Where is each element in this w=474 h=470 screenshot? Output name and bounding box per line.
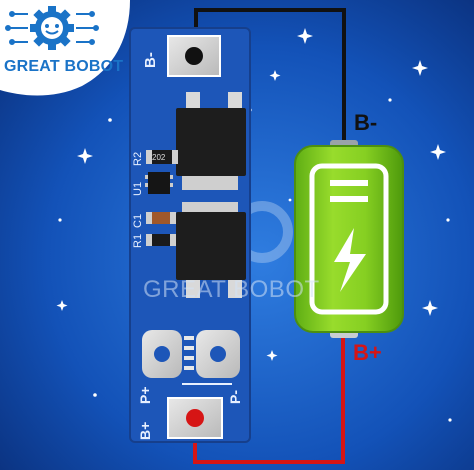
- silk-r1-label: R1: [132, 234, 144, 248]
- star-icon: [430, 144, 446, 160]
- ic-u1: [148, 172, 170, 194]
- silk-c1-label: C1: [132, 214, 144, 228]
- star-icon: [77, 148, 93, 164]
- brand-gear-logo: [5, 6, 99, 50]
- star-icon: [269, 70, 281, 81]
- port-pads: [142, 330, 240, 378]
- star-icon: [56, 300, 68, 311]
- silk-port-positive-label: P+: [137, 386, 153, 404]
- silk-chip-marking: 202: [152, 153, 166, 162]
- resistor-r2: [146, 150, 178, 164]
- capacitor-c1: [146, 212, 176, 224]
- star-icon: [266, 350, 278, 361]
- silk-r2-label: R2: [132, 152, 144, 166]
- circuit-lines-icon: [5, 11, 99, 45]
- resistor-r1: [146, 234, 176, 246]
- mosfet-top: [176, 92, 246, 190]
- battery-cell: [294, 140, 404, 338]
- star-icon: [422, 300, 438, 316]
- pcb-silkscreen: B- R2 U1 R1 C1 202 P+ P- B+: [132, 52, 243, 440]
- brand-name: GREAT BOBOT: [4, 58, 124, 75]
- brand-corner-panel: [0, 0, 130, 96]
- battery-negative-label: B-: [354, 110, 378, 135]
- battery-positive-label: B+: [353, 340, 382, 365]
- mosfet-bottom: [176, 202, 246, 298]
- star-icon: [297, 28, 313, 44]
- sparkle-stars: [56, 28, 452, 422]
- brand-watermark: GREAT BOBOT: [143, 276, 320, 303]
- protection-pcb-board: [129, 27, 251, 443]
- silk-port-negative-label: P-: [227, 390, 243, 404]
- lightning-bolt-icon: [334, 228, 366, 292]
- silk-pad-bottom-label: B+: [137, 422, 153, 440]
- silk-pad-top-label: B-: [142, 52, 159, 68]
- silk-u1-label: U1: [132, 182, 144, 196]
- star-icon: [412, 60, 428, 76]
